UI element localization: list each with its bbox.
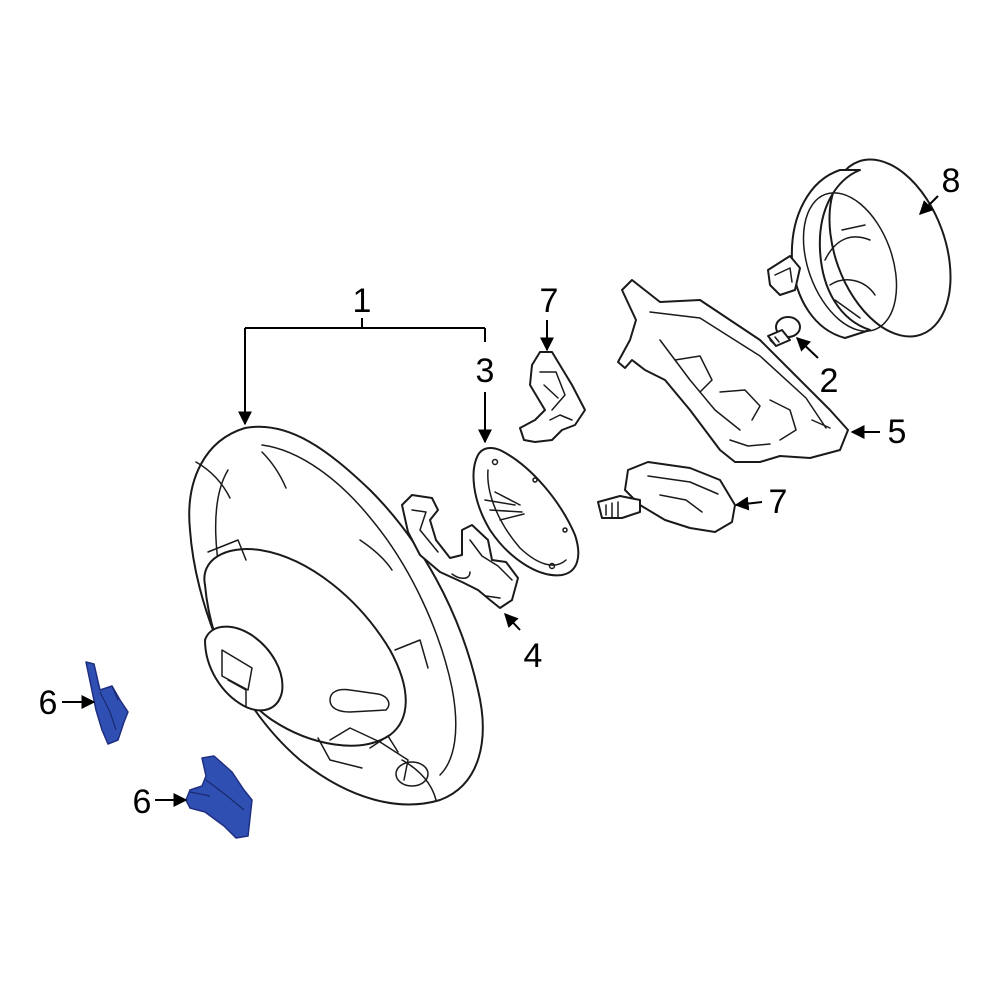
switch-lower-part-7[interactable] xyxy=(597,461,736,533)
switch-upper-part-7[interactable] xyxy=(519,351,586,443)
callout-7-upper: 7 xyxy=(540,282,559,320)
callout-5: 5 xyxy=(888,413,907,451)
leader-lines xyxy=(62,195,939,807)
callout-6-upper: 6 xyxy=(39,684,58,722)
callout-3: 3 xyxy=(476,352,495,390)
callout-8: 8 xyxy=(942,162,961,200)
callout-2: 2 xyxy=(820,362,839,400)
trim-cover-part-6-upper[interactable] xyxy=(85,661,129,745)
trim-cover-part-6-lower[interactable] xyxy=(185,755,253,839)
callout-7-lower: 7 xyxy=(769,483,788,521)
bracket-part-4[interactable] xyxy=(401,494,519,609)
mounting-plate-part-3[interactable] xyxy=(472,446,580,577)
rear-cover-part-5[interactable] xyxy=(617,279,849,463)
callout-1: 1 xyxy=(353,282,372,320)
callout-6-lower: 6 xyxy=(133,783,152,821)
steering-wheel-part-1[interactable] xyxy=(188,425,484,806)
screw-part-2[interactable] xyxy=(767,316,801,347)
callout-4: 4 xyxy=(524,637,543,675)
